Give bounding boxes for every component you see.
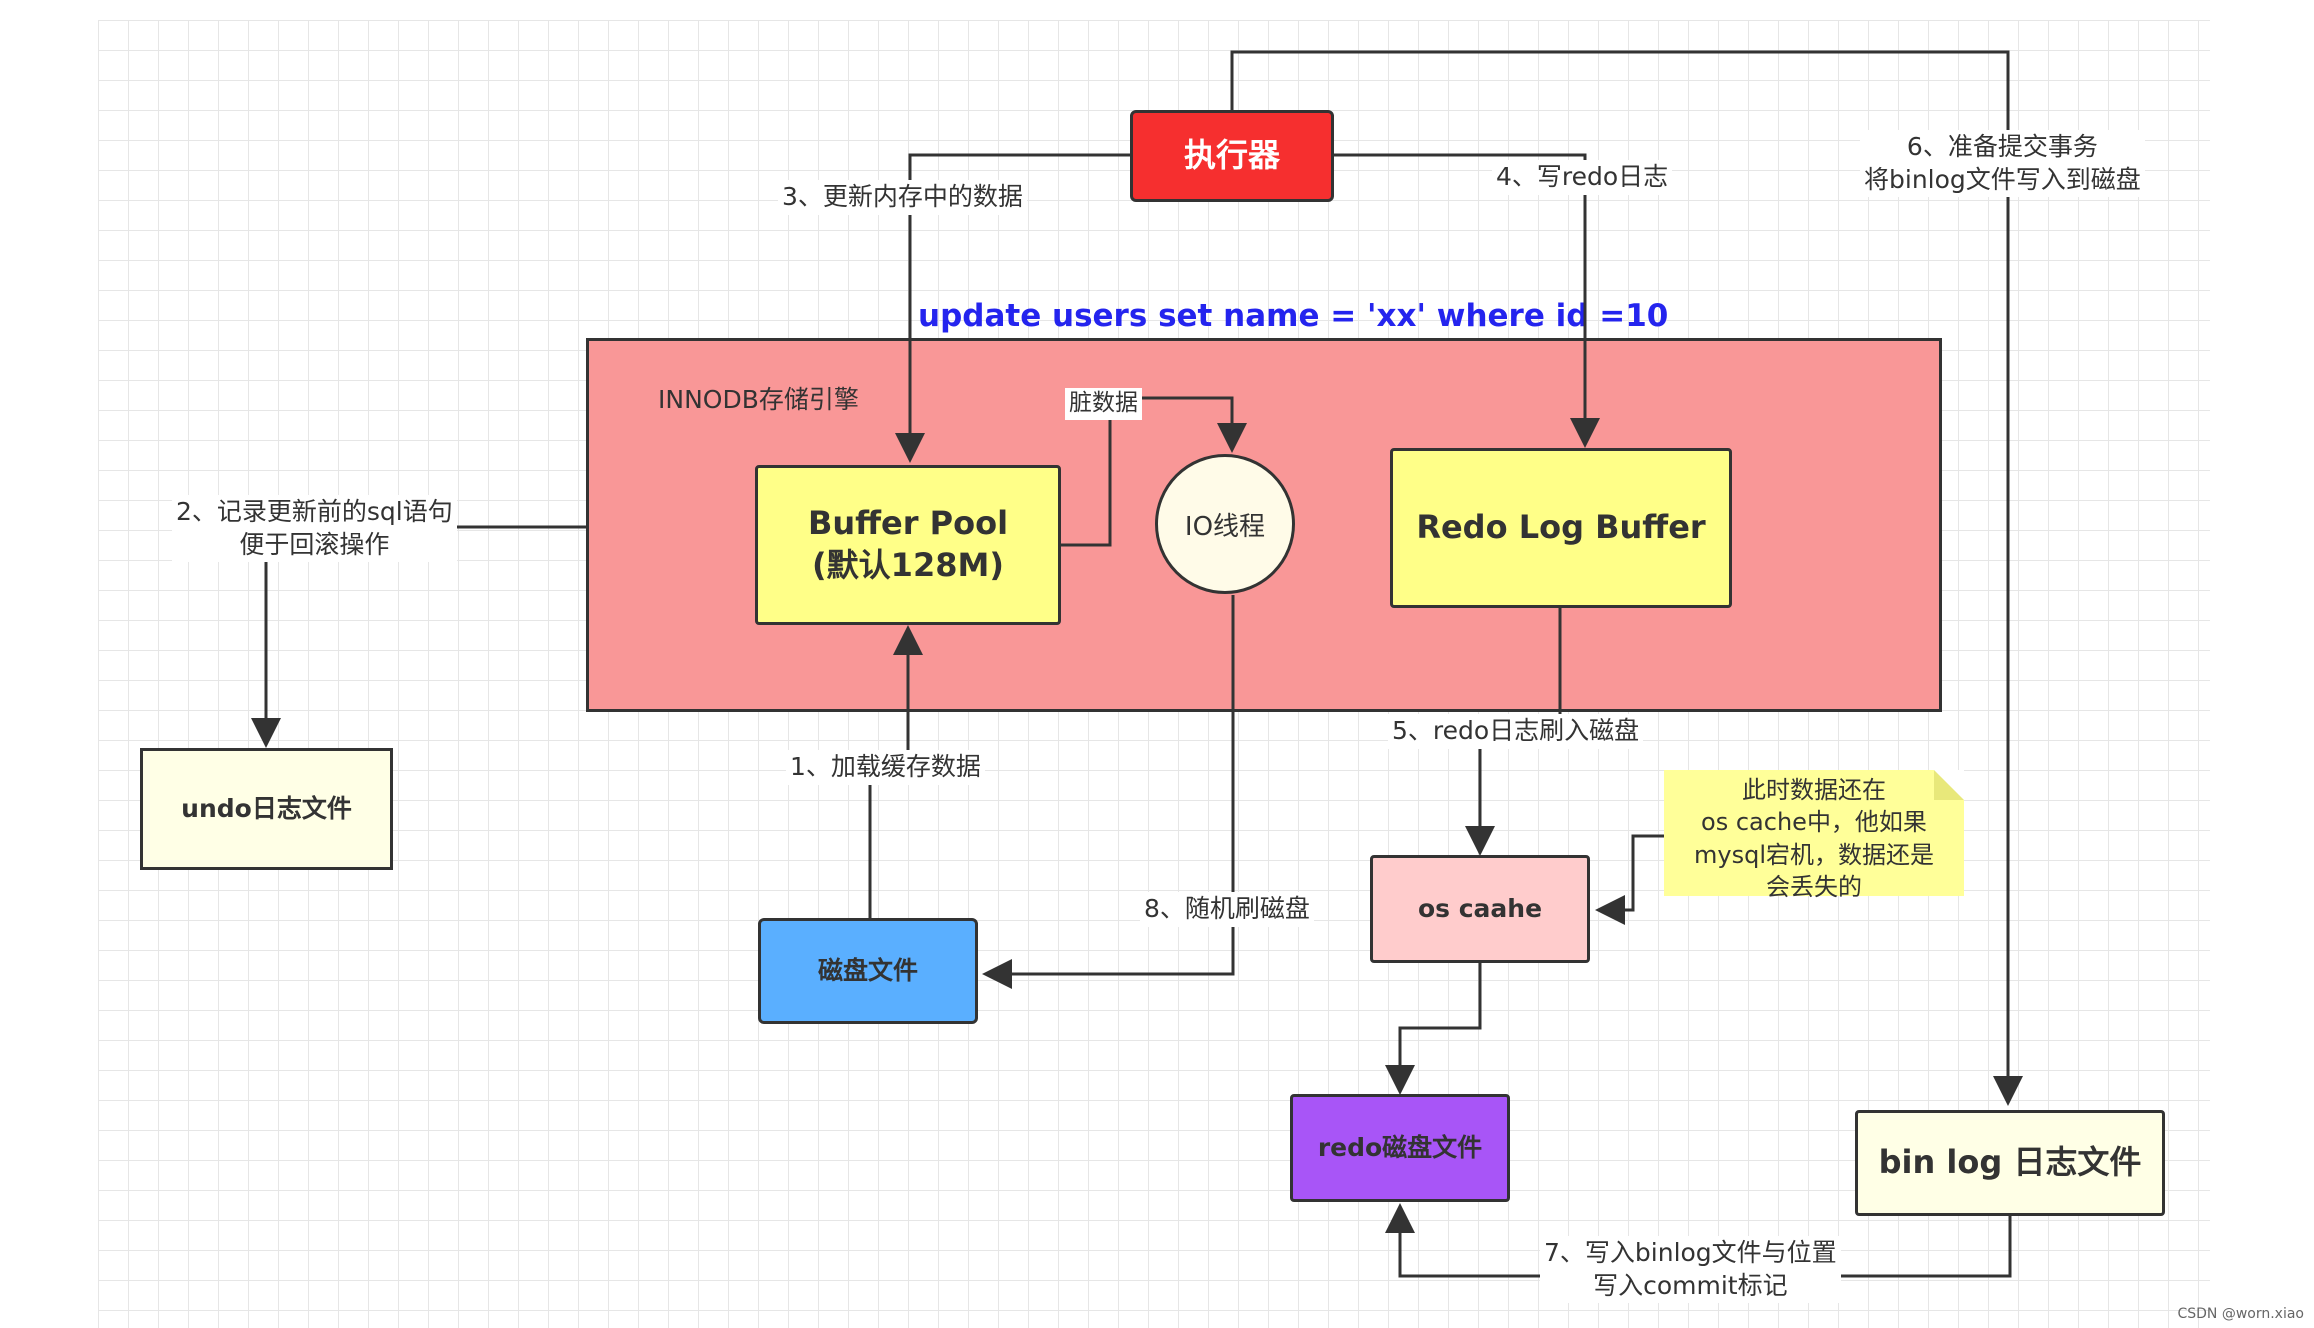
label-step6-line2: 将binlog文件写入到磁盘 [1864, 164, 2141, 194]
note-line: 会丢失的 [1766, 873, 1862, 902]
redo-disk-file-label: redo磁盘文件 [1317, 1132, 1483, 1162]
edge-note [1595, 834, 1664, 925]
edge-step8 [982, 595, 1235, 989]
note-fold-corner [1934, 770, 1964, 800]
label-step2-line2: 便于回滚操作 [239, 529, 390, 559]
edge-step6 [1230, 50, 2023, 1106]
label-step7: 7、写入binlog文件与位置 写入commit标记 [1540, 1236, 1841, 1303]
label-step7-line2: 写入commit标记 [1593, 1270, 1788, 1300]
edge-step4 [1333, 153, 1600, 448]
undo-log-file-node: undo日志文件 [140, 748, 393, 870]
io-thread-node: IO线程 [1155, 454, 1295, 594]
label-step3: 3、更新内存中的数据 [778, 180, 1027, 215]
redo-log-buffer-node: Redo Log Buffer [1390, 448, 1732, 608]
redo-log-buffer-label: Redo Log Buffer [1416, 508, 1706, 547]
buffer-pool-node: Buffer Pool (默认128M) [755, 465, 1061, 625]
executor-node: 执行器 [1130, 110, 1334, 202]
disk-file-node: 磁盘文件 [758, 918, 978, 1024]
sql-statement: update users set name = 'xx' where id =1… [918, 298, 1669, 334]
label-dirty-data: 脏数据 [1065, 388, 1142, 420]
label-step8: 8、随机刷磁盘 [1140, 892, 1314, 927]
label-step6: 6、准备提交事务 将binlog文件写入到磁盘 [1860, 130, 2145, 197]
io-thread-label: IO线程 [1184, 511, 1266, 542]
buffer-pool-size: (默认128M) [812, 546, 1004, 584]
label-step7-line1: 7、写入binlog文件与位置 [1544, 1238, 1837, 1267]
label-step2-line1: 2、记录更新前的sql语句 [176, 497, 453, 526]
buffer-pool-label: Buffer Pool [807, 504, 1009, 543]
note-line: 此时数据还在 [1742, 776, 1886, 804]
edge-step3 [895, 153, 1135, 463]
os-cache-label: os caahe [1417, 893, 1543, 923]
note-line: mysql宕机，数据还是 [1694, 840, 1934, 869]
binlog-file-label: bin log 日志文件 [1878, 1143, 2142, 1182]
edge-oscache-redo [1385, 963, 1482, 1095]
note-line: os cache中，他如果 [1701, 808, 1927, 837]
label-step1: 1、加载缓存数据 [786, 750, 985, 785]
watermark: CSDN @worn.xiao [2177, 1306, 2304, 1322]
undo-log-file-label: undo日志文件 [181, 793, 352, 823]
redo-disk-file-node: redo磁盘文件 [1290, 1094, 1510, 1202]
os-cache-node: os caahe [1370, 855, 1590, 963]
label-step6-line1: 6、准备提交事务 [1906, 132, 2098, 161]
warning-note: 此时数据还在 os cache中，他如果 mysql宕机，数据还是 会丢失的 [1664, 770, 1964, 901]
binlog-file-node: bin log 日志文件 [1855, 1110, 2165, 1216]
label-step5: 5、redo日志刷入磁盘 [1388, 714, 1644, 749]
executor-label: 执行器 [1183, 136, 1280, 175]
label-step2: 2、记录更新前的sql语句 便于回滚操作 [172, 495, 457, 562]
engine-title: INNODB存储引擎 [658, 385, 859, 414]
disk-file-label: 磁盘文件 [817, 955, 918, 985]
label-step4: 4、写redo日志 [1492, 160, 1673, 195]
